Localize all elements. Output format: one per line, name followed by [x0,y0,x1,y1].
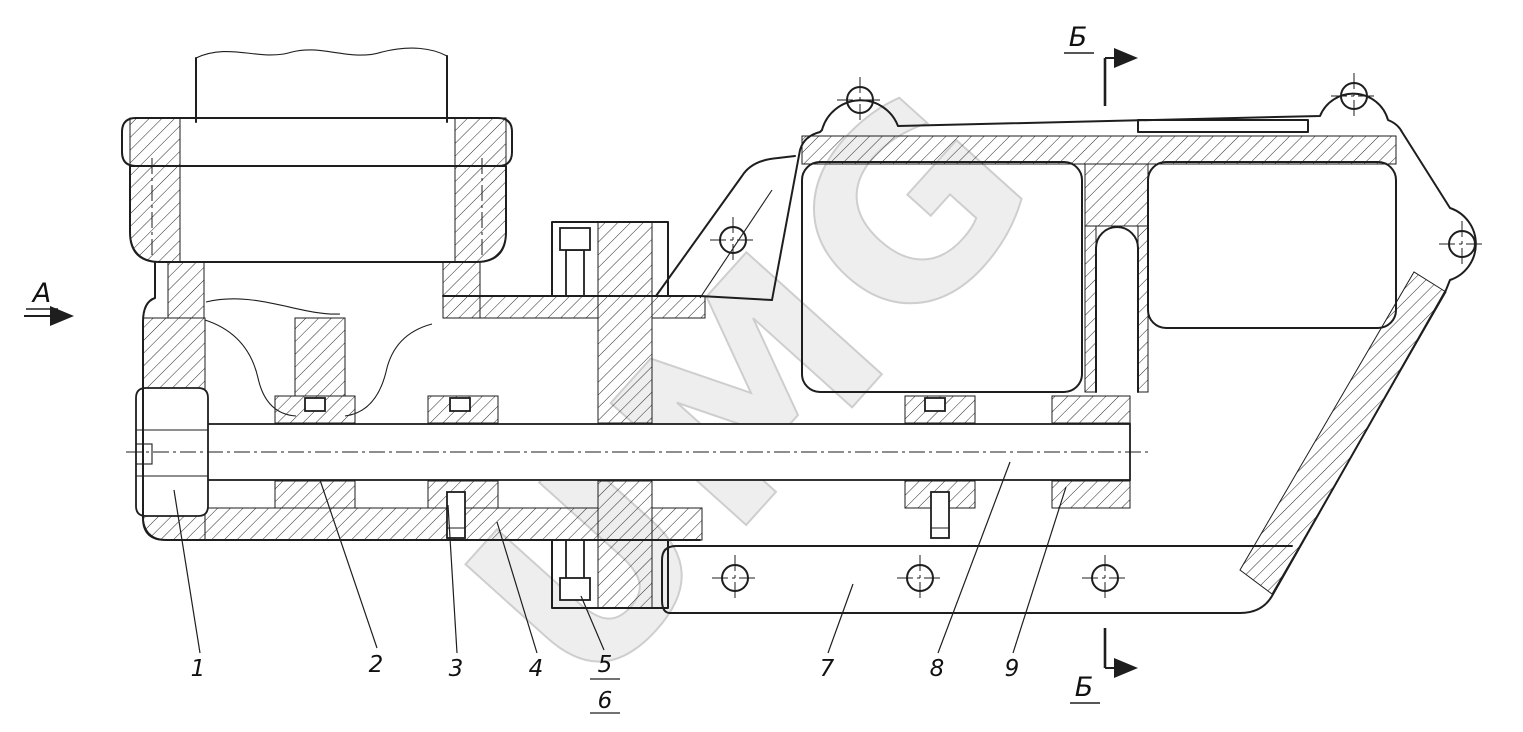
flange-mid-web-left [1084,225,1097,393]
leader-4 [496,521,538,654]
top-bolt-shank [565,249,585,297]
section-marker-b-bottom: Б [1070,628,1138,704]
watermark: UMG [412,28,1098,732]
center-web-lower [597,480,653,609]
leader-1 [173,489,201,654]
section-a-label: А [31,278,51,309]
bearing-4-bottom [1051,480,1131,509]
cover-inner-curve [205,298,341,315]
leader-2 [319,479,378,649]
rib [294,317,346,397]
cover-wall-right [454,117,507,263]
leader-5 [580,595,605,651]
flange-top-wall [801,135,1397,165]
callout-leaders [173,461,1067,714]
callout-8: 8 [930,656,945,682]
bottom-bolt-shank [565,539,585,581]
flange-mid-web-right [1137,225,1149,393]
section-marker-b-top: Б [1064,22,1138,106]
housing-to-flange [699,295,773,301]
callout-5: 5 [598,652,613,678]
callout-9: 9 [1005,656,1020,682]
hub-notch-2 [449,397,471,412]
leader-8 [937,461,1011,654]
leader-7 [827,583,854,654]
chamber-rib-curve-right [344,323,433,417]
stud-right [930,491,950,539]
cover-wall-left [129,117,181,263]
leader-3 [447,504,458,654]
stud-left [446,491,466,539]
break-line [195,47,448,59]
section-marker-a: А [24,278,74,326]
top-wall-right [651,295,706,319]
callout-1: 1 [191,656,206,682]
callout-4: 4 [529,656,544,682]
flange-outer-contour [661,92,1477,614]
callout-2: 2 [369,652,384,678]
callout-numbers: 1 2 3 4 5 6 7 8 9 [191,652,1020,714]
flange-cavity-left [801,161,1083,393]
section-b-top-label: Б [1069,22,1088,53]
hub-notch-3 [924,397,946,412]
bracket-inner-edge [699,189,773,299]
callout-3: 3 [449,656,464,682]
bearing-4-top [1051,395,1131,424]
centerlines [126,73,1485,601]
center-web-upper [597,221,653,424]
chamber-rib-curve-left [204,319,297,417]
callout-7: 7 [820,656,835,682]
detail-lines [135,47,949,529]
bottom-wall-left [204,507,599,541]
callout-6: 6 [598,688,613,714]
end-cap [135,387,209,517]
watermark-text: UMG [413,29,1097,732]
leader-9 [1012,486,1067,654]
top-boss [1137,119,1309,133]
housing-left-edge [142,261,701,541]
hub-notch-1 [304,397,326,412]
bottom-bolt-head [559,577,591,601]
throat-wall-right [442,261,481,319]
oil-channel-dome [1095,226,1139,249]
section-b-bottom-label: Б [1075,672,1094,703]
cover-body [129,165,507,263]
flange-mid-web-top [1084,163,1149,227]
cap-slot [135,443,153,465]
web-bottom-plate [551,539,669,609]
web-top-plate [551,221,669,297]
top-wall-left [479,295,599,319]
bearing-1-bottom [274,480,356,509]
bottom-wall-right [651,507,703,541]
top-bolt-head [559,227,591,251]
throat-wall-left [167,261,205,319]
gusset-bracket [655,155,796,297]
flange-cavity-right [1147,161,1397,329]
